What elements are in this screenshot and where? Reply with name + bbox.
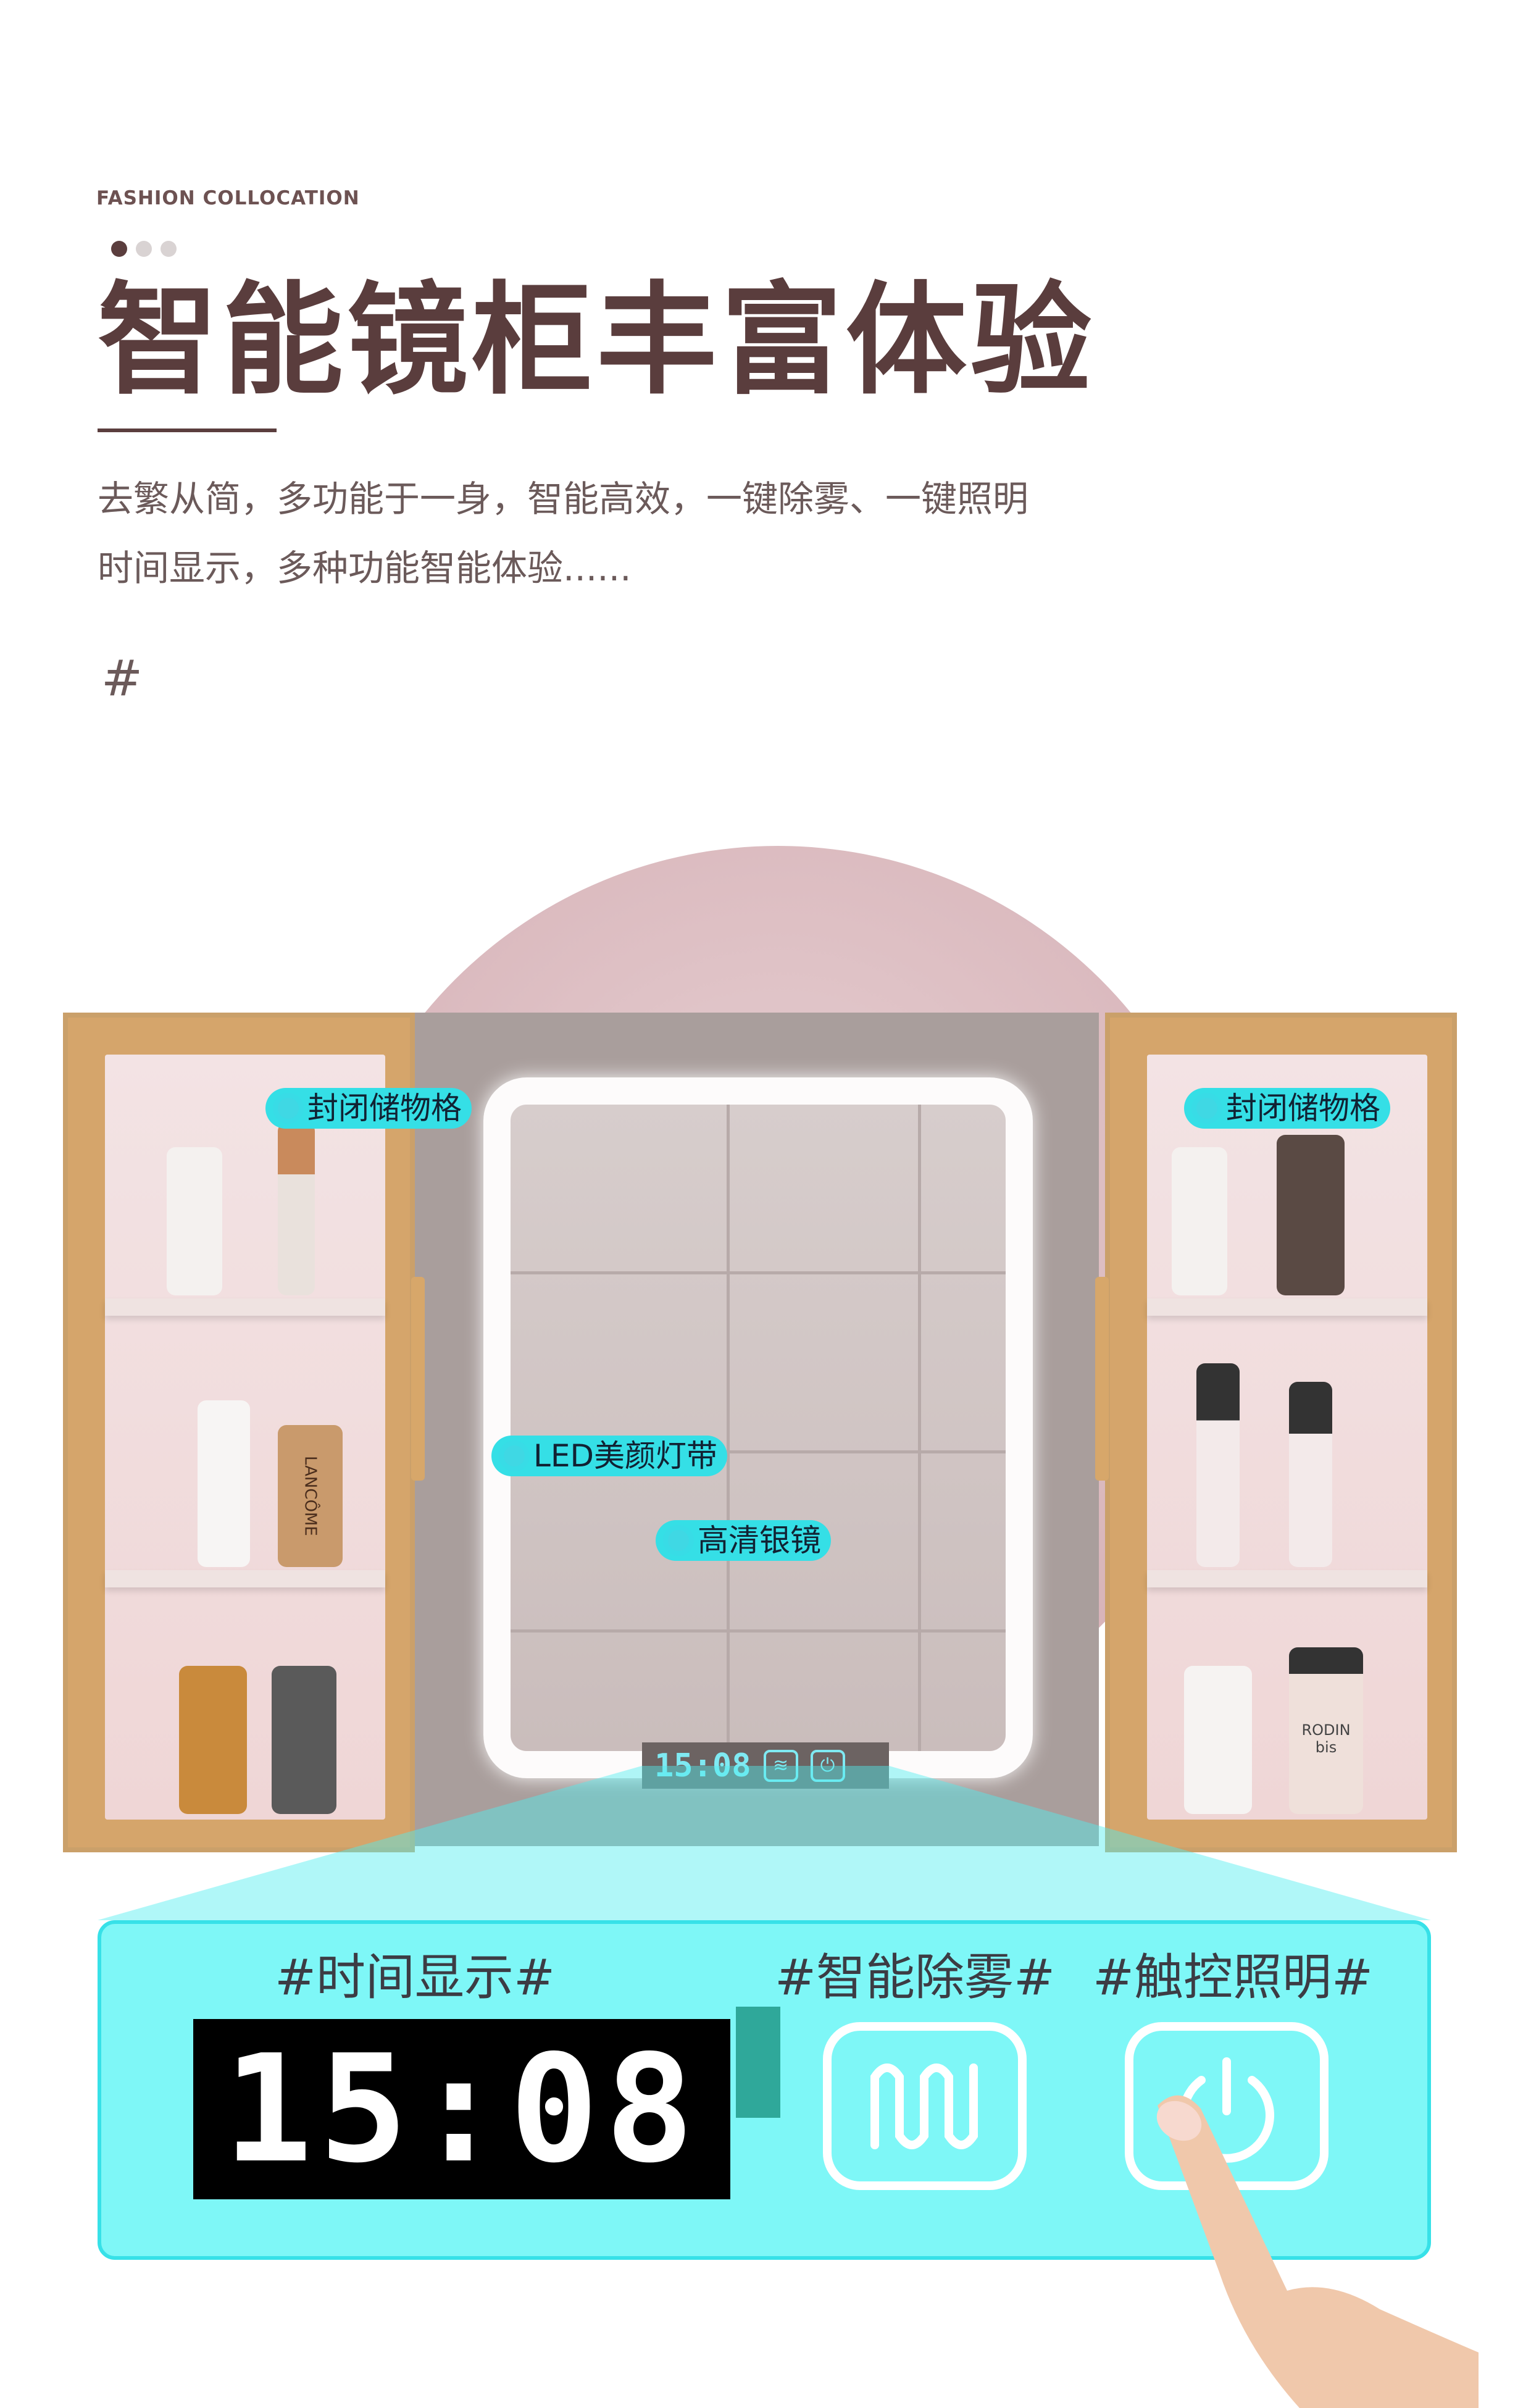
tile-line <box>511 1271 1006 1274</box>
cabinet-handle[interactable] <box>1095 1277 1109 1481</box>
perfume-bottle <box>1289 1382 1332 1567</box>
touch-light-label: #触控照明# <box>1093 1949 1374 2006</box>
tag-marker-icon <box>1196 1098 1217 1119</box>
sensor-module <box>736 2007 780 2118</box>
tag-label: 封闭储物格 <box>1226 1090 1380 1126</box>
right-cabinet-interior: RODIN bis <box>1147 1055 1427 1820</box>
dark-jar <box>272 1666 336 1814</box>
tag-silver-mirror: 高清银镜 <box>656 1520 831 1561</box>
tag-label: 高清银镜 <box>698 1523 821 1558</box>
left-cabinet-interior: LANCÔME <box>105 1055 385 1820</box>
rodin-bottle: RODIN bis <box>1289 1647 1363 1814</box>
tile-line <box>727 1105 730 1751</box>
rodin-label: RODIN <box>1301 1721 1351 1739</box>
cabinet-handle[interactable] <box>411 1277 425 1481</box>
hash-mark: # <box>101 650 143 707</box>
touch-light-button[interactable] <box>1125 2022 1329 2190</box>
mirror-clock: 15:08 <box>654 1747 751 1784</box>
tag-marker-icon <box>668 1530 689 1551</box>
perfume-bottle <box>1196 1363 1240 1567</box>
description-line: 去繁从简，多功能于一身，智能高效，一键除雾、一键照明 <box>98 478 1029 520</box>
tag-led-strip: LED美颜灯带 <box>491 1436 727 1476</box>
pagination-dots <box>111 241 177 257</box>
dark-bottle <box>1277 1135 1345 1295</box>
pagination-dot[interactable] <box>161 241 177 257</box>
tag-marker-icon <box>504 1445 525 1466</box>
tile-line <box>511 1450 1006 1453</box>
defog-icon[interactable]: ≋ <box>763 1749 798 1782</box>
finger-image <box>1156 2095 1479 2408</box>
defog-label: #智能除雾# <box>775 1949 1056 2006</box>
left-cabinet: LANCÔME <box>63 1013 425 1852</box>
tile-line <box>918 1105 921 1751</box>
pagination-dot-active[interactable] <box>111 241 127 257</box>
description: 去繁从简，多功能于一身，智能高效，一键除雾、一键照明 时间显示，多种功能智能体验… <box>98 464 1028 603</box>
eyebrow-text: FASHION COLLOCATION <box>96 187 360 209</box>
tube-product <box>1172 1147 1227 1295</box>
shelf <box>1147 1298 1427 1316</box>
power-icon[interactable]: ⏻ <box>810 1749 845 1782</box>
time-display-label: #时间显示# <box>275 1949 556 2006</box>
mirror-control-strip: 15:08 ≋ ⏻ <box>642 1742 889 1789</box>
shelf <box>1147 1570 1427 1587</box>
tag-left-storage: 封闭储物格 <box>265 1088 472 1129</box>
defog-button[interactable] <box>823 2022 1027 2190</box>
defog-icon <box>870 2063 978 2149</box>
tag-label: 封闭储物格 <box>307 1090 462 1126</box>
title-underline <box>98 429 277 432</box>
right-cabinet: RODIN bis <box>1095 1013 1457 1852</box>
tile-line <box>511 1629 1006 1633</box>
tube-product <box>167 1147 222 1295</box>
spray-bottle <box>278 1122 315 1295</box>
tag-label: LED美颜灯带 <box>533 1438 717 1474</box>
page-title: 智能镜柜丰富体验 <box>98 270 1096 411</box>
description-line: 时间显示，多种功能智能体验...... <box>98 547 632 589</box>
large-clock-display: 15:08 <box>193 2019 730 2199</box>
pump-bottle <box>198 1400 250 1567</box>
lancome-bottle: LANCÔME <box>278 1425 343 1567</box>
rodin-sublabel: bis <box>1315 1739 1337 1756</box>
amber-pump-bottle <box>179 1666 247 1814</box>
shelf <box>105 1570 385 1587</box>
tag-marker-icon <box>278 1098 299 1119</box>
white-bottle <box>1184 1666 1252 1814</box>
pagination-dot[interactable] <box>136 241 152 257</box>
tag-right-storage: 封闭储物格 <box>1184 1088 1390 1129</box>
led-mirror <box>483 1077 1033 1778</box>
shelf <box>105 1298 385 1316</box>
